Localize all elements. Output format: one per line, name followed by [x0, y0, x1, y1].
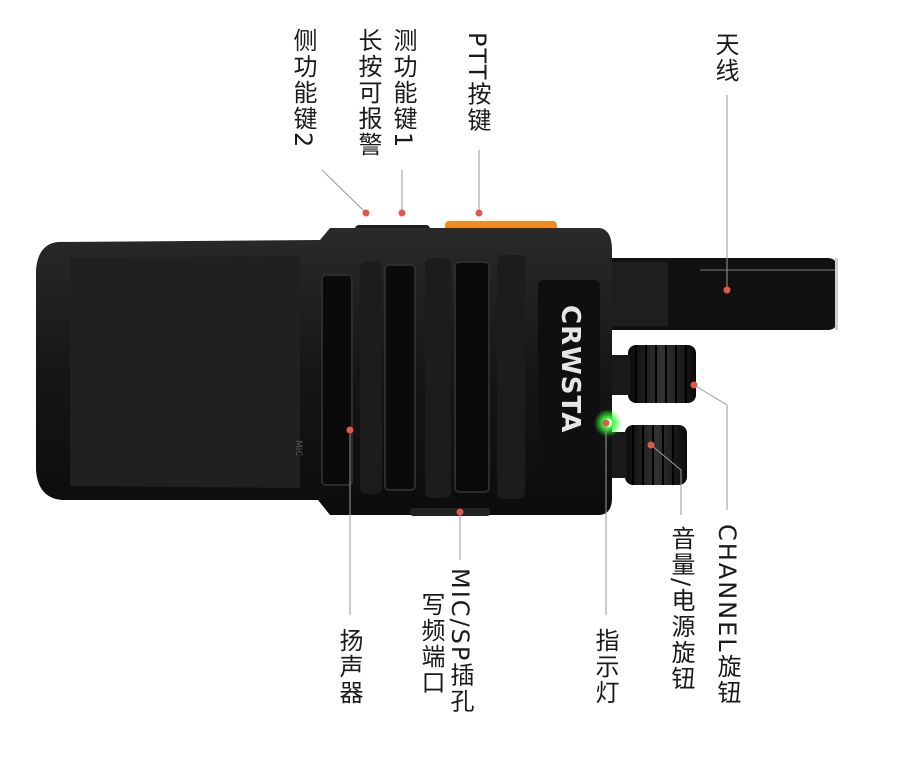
label-mic-port: MIC/SP插孔	[446, 568, 474, 715]
radio-body: MIC CRWSTA	[36, 228, 612, 516]
mic-mark: MIC	[293, 440, 303, 457]
label-channel-knob: CHANNEL旋钮	[713, 524, 741, 706]
callout-lines	[321, 95, 728, 615]
label-side-key1-sub: 长按可报警	[354, 28, 382, 158]
channel-knob[interactable]	[606, 345, 696, 403]
antenna	[600, 258, 838, 330]
callout-dots	[346, 209, 731, 516]
label-speaker: 扬声器	[335, 628, 363, 706]
label-mic-port-sub: 写频端口	[417, 592, 445, 696]
volume-knob[interactable]	[605, 425, 687, 485]
label-volume-knob: 音量/电源旋钮	[667, 526, 695, 693]
speaker-grille	[321, 261, 490, 493]
mic-sp-port[interactable]	[410, 508, 490, 516]
label-antenna: 天线	[711, 32, 739, 84]
brand-logo: CRWSTA	[555, 305, 585, 433]
label-indicator: 指示灯	[591, 628, 619, 706]
label-side-key2: 侧功能键2	[289, 28, 317, 150]
label-ptt: PTT按键	[463, 32, 491, 134]
label-side-key1: 测功能键1	[389, 28, 417, 150]
